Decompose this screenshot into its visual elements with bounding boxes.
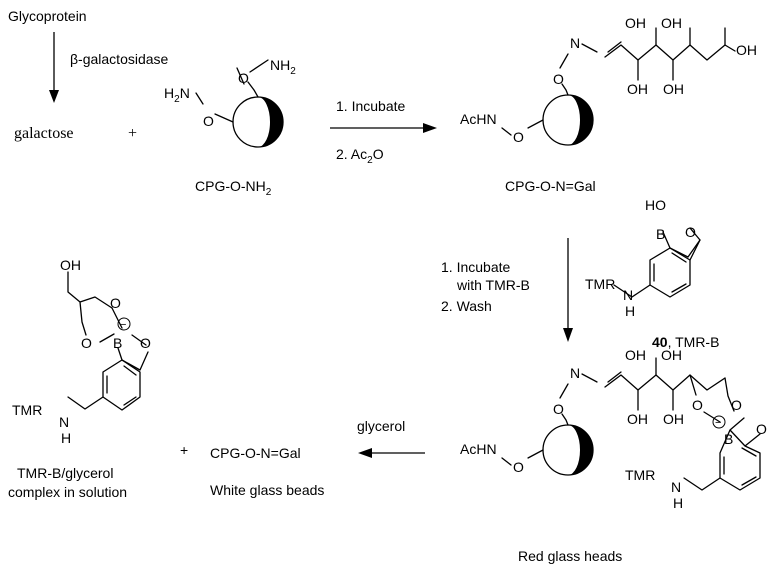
plus-top: + [128,125,137,142]
atom-h2n-h: H [164,85,174,101]
enzyme-arrowhead [49,90,59,103]
atom-b: B [656,226,665,242]
step1-ac2o-sub: 2 [367,155,373,166]
glycerol-label: glycerol [357,418,405,434]
atom-minus: − [120,319,126,331]
cpg-gal-top-label: CPG-O-N=Gal [505,178,596,194]
step2-line3: 2. Wash [441,298,492,314]
red-beads-structure: O N OH OH OH OH O O − B O TMR N H O AcHN [460,347,767,511]
atom-oh: OH [627,81,648,97]
enzyme-label: β-galactosidase [70,51,169,67]
atom-n: N [570,365,580,381]
cpg-reagent-sub: 2 [266,187,272,198]
step2-line1: 1. Incubate [441,259,510,275]
atom-n: N [570,35,580,51]
atom-oh: OH [736,42,757,58]
atom-o: O [513,129,524,145]
svg-text:CPG-O-NH2: CPG-O-NH2 [195,178,272,198]
atom-h2n-n: N [180,85,190,101]
atom-h2n-sub: 2 [174,94,180,105]
atom-oh: OH [663,81,684,97]
step1-ac2o-tail: O [373,146,384,162]
atom-b: B [113,335,122,351]
atom-oh: OH [663,411,684,427]
reaction-arrowhead-3 [358,448,372,458]
svg-text:40, TMR-B: 40, TMR-B [652,334,719,350]
cpg-gal-bottom-label: CPG-O-N=Gal [210,445,301,461]
atom-oh: OH [60,257,81,273]
atom-nh2-sub: 2 [290,66,296,77]
atom-oh: OH [627,411,648,427]
step1-ac2o: 2. Ac [336,146,367,162]
atom-tmr: TMR [12,402,42,418]
atom-tmr: TMR [625,467,655,483]
compound-name: , TMR-B [668,334,720,350]
atom-h: H [673,495,683,511]
glycoprotein-label: Glycoprotein [8,8,87,24]
compound-number: 40 [652,334,668,350]
cpg-gal-top-structure: O N OH OH OH OH OH O AcHN [460,15,757,146]
atom-n: N [623,287,633,303]
svg-text:H2N: H2N [164,85,190,105]
complex-label-line1: TMR-B/glycerol [17,465,113,481]
atom-n: N [671,479,681,495]
atom-tmr: TMR [585,276,615,292]
atom-o: O [140,335,151,351]
charge-circle [117,317,131,331]
svg-text:NH2: NH2 [270,57,296,77]
cpg-aminooxy-structure: O NH2 O H2N [164,57,296,148]
svg-text:2. Ac2O: 2. Ac2O [336,146,384,166]
plus-bottom: + [180,442,188,458]
atom-o: O [692,397,703,413]
atom-oh: OH [625,347,646,363]
atom-o: O [513,459,524,475]
atom-achn: AcHN [460,111,497,127]
atom-o: O [756,421,767,437]
reaction-arrowhead-1 [423,123,437,133]
atom-minus: − [715,417,721,429]
red-beads-label: Red glass heads [518,548,622,564]
atom-o: O [81,335,92,351]
white-beads-label: White glass beads [210,482,324,498]
atom-o: O [553,71,564,87]
tmr-glycerol-complex-structure: OH O O − B O TMR N H [12,257,151,446]
atom-o: O [553,401,564,417]
atom-oh: OH [661,347,682,363]
atom-o: O [238,70,249,86]
reaction-arrowhead-2 [563,328,573,342]
atom-h: H [61,430,71,446]
atom-nh2: NH [270,57,290,73]
atom-b: B [724,431,733,447]
complex-label-line2: complex in solution [8,484,127,500]
cpg-reagent-label: CPG-O-NH [195,178,266,194]
tmr-b-structure: HO B O TMR N H [585,197,701,319]
atom-oh: OH [661,15,682,31]
atom-h: H [625,303,635,319]
atom-o: O [731,397,742,413]
atom-o: O [203,113,214,129]
step2-line2: with TMR-B [456,277,530,293]
atom-ho: HO [645,197,666,213]
atom-o: O [110,295,121,311]
atom-achn: AcHN [460,441,497,457]
atom-o: O [685,224,696,240]
atom-n: N [59,414,69,430]
atom-oh: OH [625,15,646,31]
galactose-label: galactose [14,125,74,142]
charge-circle [712,415,726,429]
step1-incubate: 1. Incubate [336,98,405,114]
